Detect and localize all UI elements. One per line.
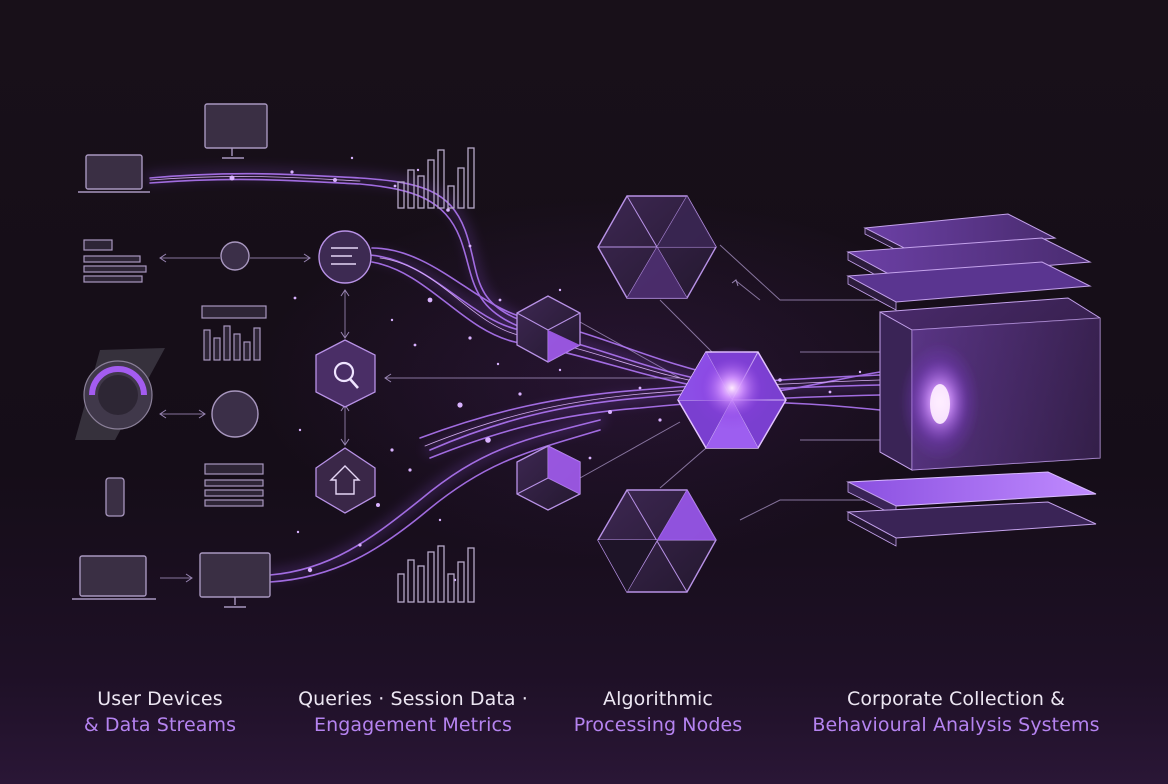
caption-queries: Queries · Session Data · Engagement Metr… (268, 686, 558, 738)
caption-line-accent: Behavioural Analysis Systems (812, 714, 1100, 736)
caption-line-primary: Algorithmic (603, 688, 713, 710)
bar-chart-icon (397, 147, 475, 209)
magnifier-icon (75, 348, 165, 440)
list-icon (204, 463, 264, 507)
laptop-icon (72, 555, 156, 600)
hexagon-node-icon (677, 346, 787, 449)
server-stack-icon (846, 213, 1101, 547)
caption-line-primary: Corporate Collection & (846, 688, 1066, 710)
caption-line-accent: Engagement Metrics (314, 714, 512, 736)
monitor-icon (204, 103, 268, 159)
caption-line-accent: Processing Nodes (573, 714, 743, 736)
circle-node-icon (211, 390, 259, 438)
home-cube-icon (315, 447, 376, 514)
caption-line-primary: Queries · Session Data · (298, 688, 528, 710)
monitor-icon (199, 552, 271, 608)
hexagon-node-icon (516, 445, 581, 511)
circle-node-icon (220, 241, 250, 271)
phone-icon (105, 477, 125, 517)
laptop-icon (78, 154, 150, 193)
caption-processing-nodes: Algorithmic Processing Nodes (538, 686, 778, 738)
caption-user-devices: User Devices & Data Streams (40, 686, 280, 738)
list-menu-icon (318, 230, 372, 284)
particles (229, 156, 862, 582)
hexagon-node-icon (597, 489, 717, 593)
caption-line-primary: User Devices (97, 688, 223, 710)
connector-lines (160, 244, 880, 579)
hexagon-node-icon (516, 295, 581, 363)
bar-chart-icon (201, 305, 267, 361)
arrow-heads (159, 253, 739, 583)
search-cube-icon (315, 339, 376, 408)
caption-corporate-systems: Corporate Collection & Behavioural Analy… (776, 686, 1136, 738)
hexagon-node-icon (597, 195, 717, 299)
bar-chart-icon (397, 545, 475, 603)
caption-line-accent: & Data Streams (83, 714, 237, 736)
list-icon (83, 239, 147, 283)
